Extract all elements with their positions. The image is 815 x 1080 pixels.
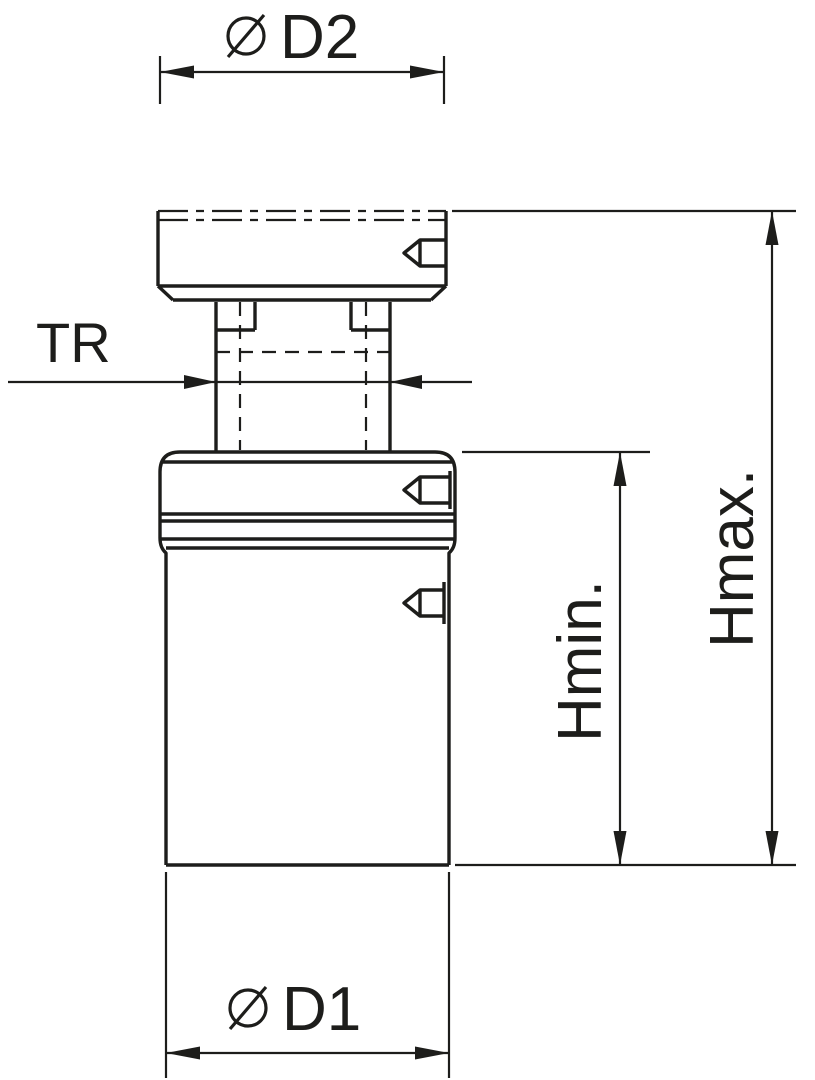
diameter-symbol-icon: [226, 13, 266, 59]
d2-arrow-left: [160, 65, 194, 79]
d2-label-text: D2: [280, 3, 359, 72]
diameter-symbol-icon: [228, 985, 268, 1031]
hmin-arrow-bottom: [613, 831, 627, 865]
dim-tr: TR: [8, 311, 472, 389]
spindle-head: [156, 209, 448, 302]
diameter-symbol-slash: [226, 13, 266, 59]
d1-label-text: D1: [282, 975, 361, 1044]
dim-hmax: Hmax.: [452, 209, 796, 867]
diameter-symbol-circle: [228, 988, 268, 1028]
hmax-label-text: Hmax.: [698, 469, 767, 648]
head-top-phantom-lines: [158, 209, 446, 222]
threaded-spindle: [214, 302, 392, 452]
d2-label: D2: [226, 3, 359, 72]
head-outline: [156, 211, 448, 302]
dim-hmin: Hmin.: [462, 450, 650, 865]
spindle-outline: [214, 302, 392, 452]
d1-arrow-right: [415, 1046, 449, 1060]
diameter-symbol-slash: [228, 985, 268, 1031]
support-body: [158, 450, 457, 867]
dim-d1: D1: [164, 872, 451, 1078]
tr-arrow-right: [390, 375, 422, 389]
hmax-arrow-bottom: [765, 831, 779, 865]
hmin-arrow-top: [613, 452, 627, 486]
dim-d2: D2: [158, 3, 446, 104]
d1-label: D1: [228, 975, 361, 1044]
d1-arrow-left: [166, 1046, 200, 1060]
d2-dimension-lines: [158, 56, 446, 104]
set-screw-head: [402, 238, 446, 268]
spindle-hidden-thread-lines: [216, 302, 390, 450]
d2-arrow-right: [410, 65, 444, 79]
hmax-dimension-lines: [452, 209, 796, 867]
d1-dimension-lines: [164, 872, 451, 1078]
body-outline: [158, 450, 457, 867]
hmin-dimension-lines: [462, 450, 650, 865]
tr-label-text: TR: [36, 311, 111, 374]
hmin-label-text: Hmin.: [546, 580, 615, 742]
set-screw-body: [402, 582, 446, 624]
tr-arrow-left: [184, 375, 216, 389]
set-screw-collar: [402, 471, 452, 509]
hmax-arrow-top: [765, 211, 779, 245]
diameter-symbol-circle: [226, 16, 266, 56]
